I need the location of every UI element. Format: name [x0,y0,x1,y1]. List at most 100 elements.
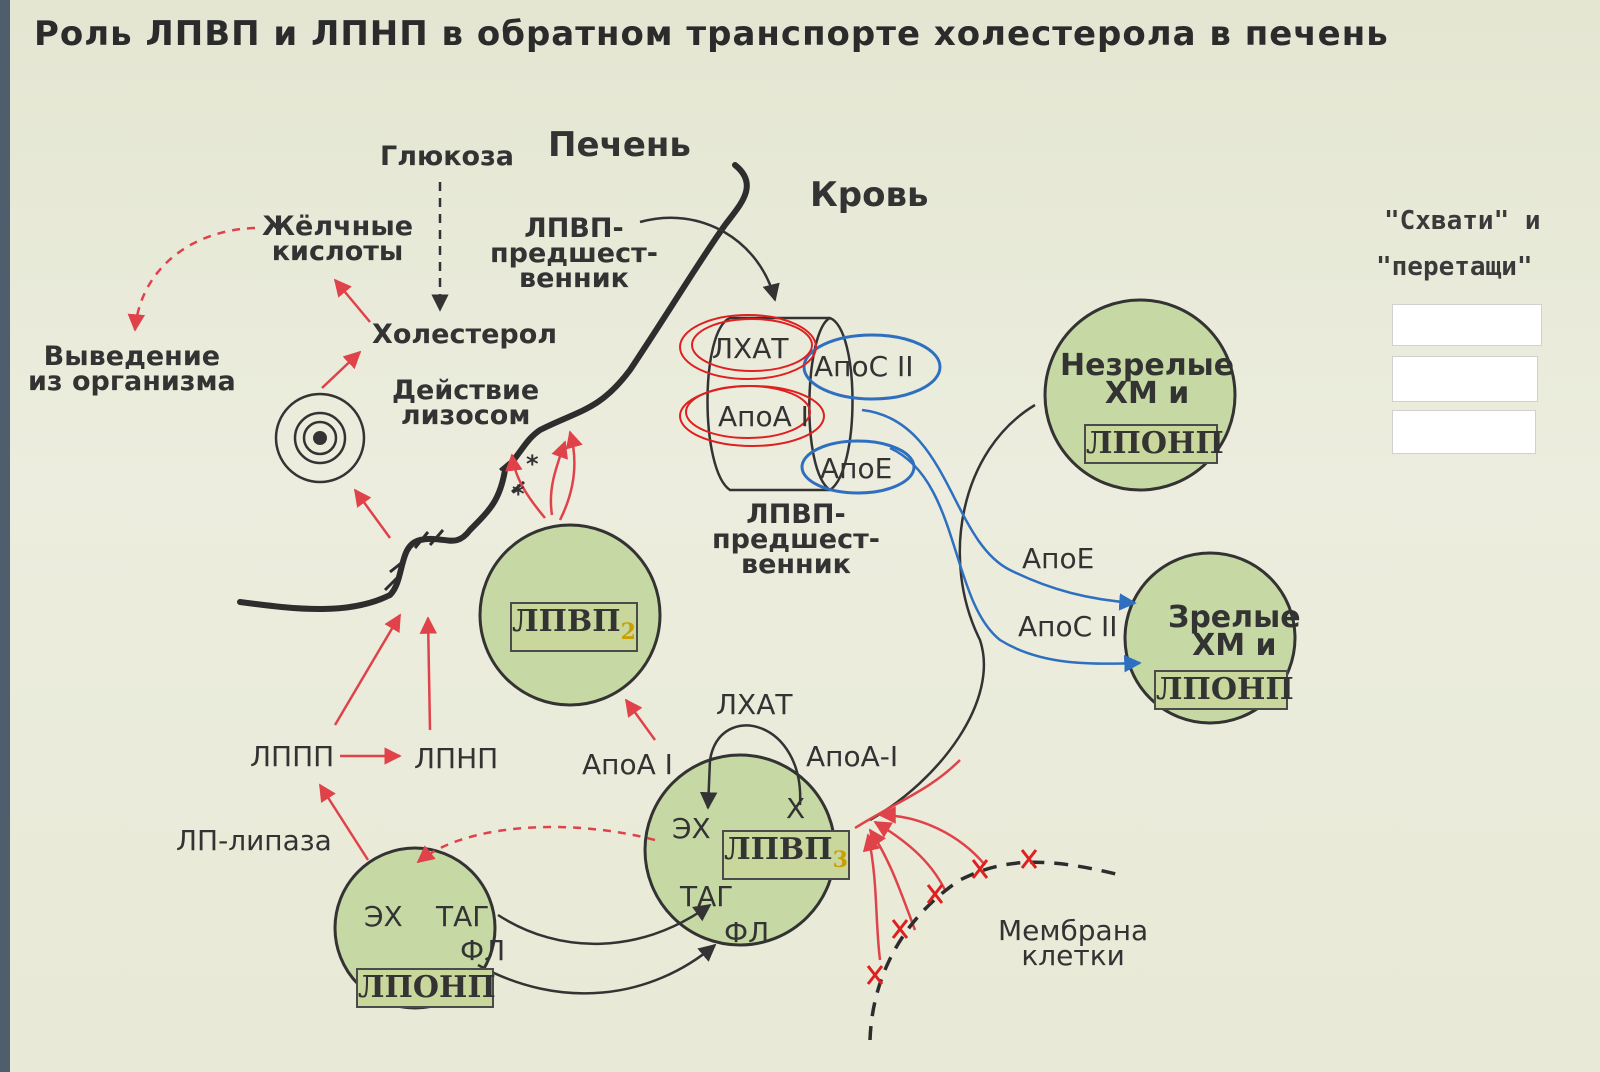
handwritten-lcat-highlight-2 [691,318,813,372]
arrow-lyso-to-chol [321,350,362,389]
lp-lipase-label: ЛП-липаза [176,824,332,857]
cell-membrane-label: Мембрана клетки [998,914,1149,972]
excretion-line-2: из организма [28,366,236,397]
apoa1-top-label: АпоА I [718,400,809,433]
arrow-apoa-to-hdl2 [624,698,657,741]
arrow-lppp-to-liver [333,613,402,726]
hdl-precursor-top-label: ЛПВП- предшест- венник [490,213,658,294]
handwritten-lcat-highlight [679,314,817,380]
blue-arrow-apoe [861,408,1137,611]
hdl-precursor-bottom-line-2: предшест- [712,524,880,555]
membrane-line-2: клетки [1021,939,1125,972]
excretion-label: Выведение из организма [28,341,236,397]
membrane-line-1: Мембрана [998,914,1149,947]
vldl-tag-label: ТАГ [436,900,490,933]
vldl-pl-label: ФЛ [460,934,506,967]
drag-instruction-line-1: "Схвати" и [1384,206,1541,236]
immature-vldl-box: ЛПОНП [1084,424,1224,464]
dashed-bile-to-excretion [127,226,256,332]
bile-acids-line-2: кислоты [271,236,404,267]
handwritten-apoa-highlight-2 [685,385,811,439]
mature-line-2: ХМ и [1192,628,1277,663]
membrane-efflux-arrow-3 [873,820,947,891]
arrow-vldl-to-hdl3-2 [477,943,717,995]
cell-membrane [868,860,1121,1041]
hdl-precursor-top-line-3: венник [519,263,629,294]
hdl2-subscript: 2 [620,619,636,645]
apoa1-left-label: АпоА I [582,748,673,781]
apoc2-oval [802,333,942,401]
arrow-precursor-to-disc [639,216,780,302]
hdl3-subscript: 3 [832,847,848,873]
bile-acids-line-1: Жёлчные [262,211,414,242]
drop-zone-2[interactable] [1392,356,1538,402]
diagram-title: Роль ЛПВП и ЛПНП в обратном транспорте х… [34,14,1389,54]
membrane-efflux-arrow-4 [878,806,986,866]
lysosome-icon [274,392,366,484]
membrane-efflux-arrow-2 [868,828,917,931]
arrow-hdl2-to-liver-2 [549,440,568,516]
mature-line-1: Зрелые [1168,600,1301,635]
lcat-loop-arrow [699,724,802,810]
drop-zone-1[interactable] [1392,304,1542,346]
asterisk-mark-1: * [526,450,539,478]
hdl3-to-blood-line [854,759,961,830]
hdl-precursor-top-line-2: предшест- [490,238,658,269]
lysosome-label: Действие лизосом [392,375,540,431]
mature-chylomicron-label: Зрелые ХМ и [1168,600,1301,663]
arrow-lipase-to-lppp [318,783,370,861]
asterisk-mark-2: * [512,480,525,508]
hdl-precursor-bottom-line-3: венник [741,549,851,580]
apoe-top-label: АпоЕ [820,452,893,485]
arrow-hdl2-to-liver-3 [558,430,583,521]
apoe-mid-label: АпоЕ [1022,542,1095,575]
hdl3-cholesterol-label: Х [786,792,806,825]
hdl-precursor-bottom-label: ЛПВП- предшест- венник [712,499,880,580]
window-edge [0,0,10,1072]
hdl3-pl-label: ФЛ [724,916,770,949]
vldl-box: ЛПОНП [356,968,496,1008]
hdl2-box: ЛПВП2 [510,602,638,652]
blood-label: Кровь [810,175,929,215]
receptor-marks [383,458,525,592]
ldl-label: ЛПНП [414,742,499,775]
lysosome-line-1: Действие [392,375,540,406]
arrow-vldl-to-hdl3-1 [497,903,712,945]
apoc2-mid-label: АпоС II [1018,610,1118,643]
hdl3-text: ЛПВП [724,832,833,867]
apoa1-right-label: АпоА-I [806,740,899,773]
hdl3-box: ЛПВП3 [722,830,850,880]
liver-label: Печень [548,125,691,165]
arrow-ldl-to-liver [419,616,438,731]
hdl2-text: ЛПВП [512,604,621,639]
immature-chylomicron-label: Незрелые ХМ и [1060,348,1235,411]
arrow-entry-to-lyso [353,488,392,539]
drop-zone-3[interactable] [1392,410,1536,454]
arc-disc-to-hdl3 [869,403,1036,822]
arrow-chol-to-bile [333,278,371,323]
blue-arrow-apoc2 [889,446,1142,673]
glucose-label: Глюкоза [380,141,515,172]
immature-line-2: ХМ и [1104,376,1190,411]
drag-instruction-line-2: "перетащи" [1376,252,1533,282]
excretion-line-1: Выведение [43,341,221,372]
mature-vldl-box: ЛПОНП [1154,670,1294,710]
dashed-hdl3-to-vldl [416,825,656,864]
cholesterol-label: Холестерол [372,319,558,350]
lcat-bottom-label: ЛХАТ [716,688,793,721]
immature-line-1: Незрелые [1060,348,1235,383]
hdl3-ester-label: ЭХ [672,812,711,845]
hdl-precursor-bottom-line-1: ЛПВП- [746,499,846,530]
lysosome-line-2: лизосом [400,400,531,431]
lcat-top-label: ЛХАТ [712,332,789,365]
membrane-x-marks [866,849,1038,985]
apoc2-top-label: АпоС II [814,350,914,383]
hdl3-tag-label: ТАГ [680,880,734,913]
arrow-hdl2-to-liver-1 [505,453,546,519]
bile-acids-label: Жёлчные кислоты [262,211,414,267]
apoe-oval [800,439,916,495]
hdl-precursor-top-line-1: ЛПВП- [524,213,624,244]
lppp-label: ЛППП [250,740,335,773]
vldl-ester-label: ЭХ [364,900,403,933]
